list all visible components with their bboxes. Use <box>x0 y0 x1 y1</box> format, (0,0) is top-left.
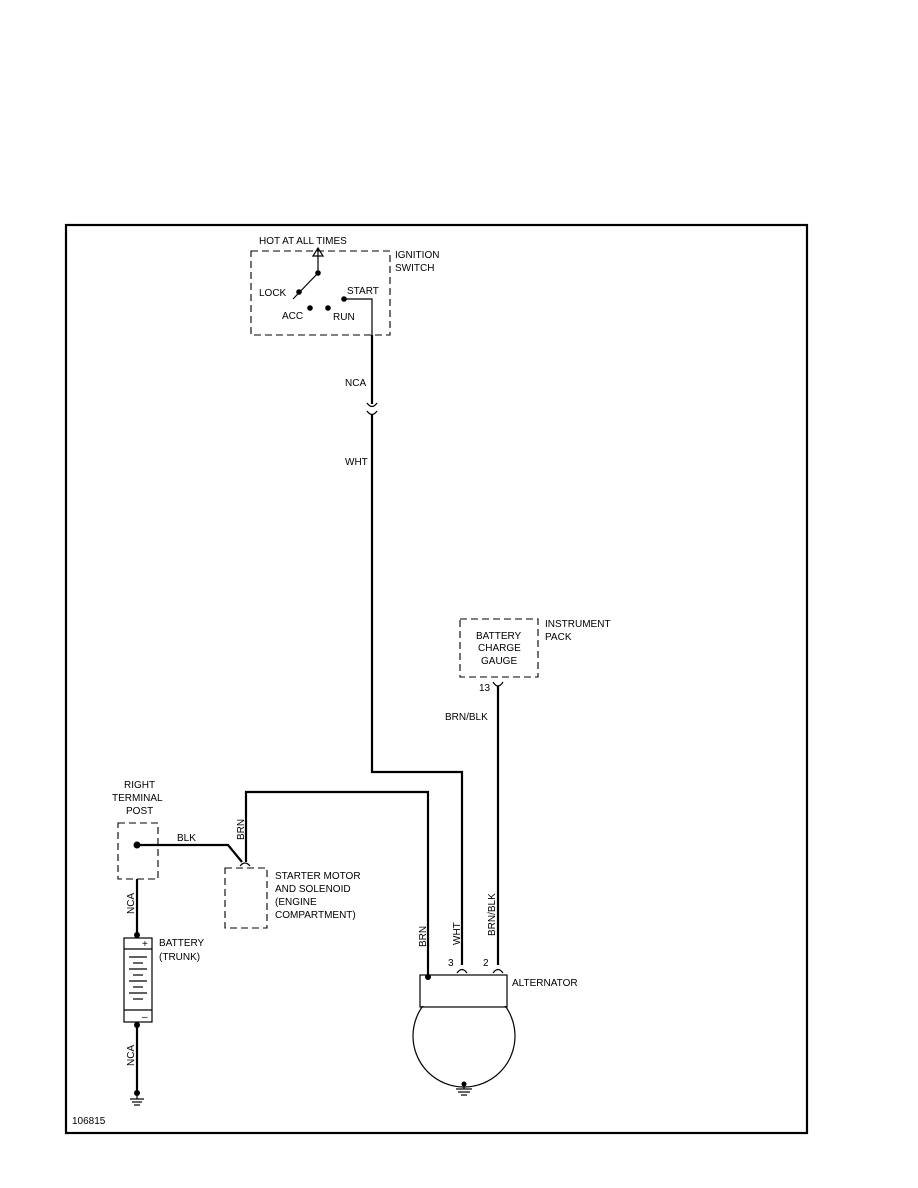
gauge-connector-symbol <box>492 681 504 687</box>
start-contact-lead <box>344 298 373 335</box>
alternator-pin-2: 2 <box>483 958 489 969</box>
battery: + – BATTERY (TRUNK) <box>123 937 205 1023</box>
brn-blk-alt-label: BRN/BLK <box>487 893 498 936</box>
alternator-pin2-connector <box>492 968 504 974</box>
ignition-switch-label: IGNITION <box>395 250 439 261</box>
starter-connector-symbol <box>239 862 251 867</box>
run-label: RUN <box>333 312 355 323</box>
instrument-pack-label: INSTRUMENT <box>545 619 611 630</box>
wht-alt-label: WHT <box>452 922 463 945</box>
starter-motor-box <box>224 867 268 929</box>
starter-label-3: (ENGINE <box>275 897 317 908</box>
nca-top-label: NCA <box>345 378 366 389</box>
wht-wire <box>370 415 464 965</box>
brn-alt-label: BRN <box>418 926 429 947</box>
right-terminal-post: RIGHT TERMINAL POST <box>112 780 163 880</box>
blk-wire-label: BLK <box>177 833 196 844</box>
brn-blk-top-label: BRN/BLK <box>445 712 488 723</box>
battery-positive-dot <box>134 932 140 938</box>
alternator-mask <box>421 980 506 1006</box>
blk-wire <box>137 843 243 863</box>
gauge-label-3: GAUGE <box>481 656 517 667</box>
figure-id-label: 106815 <box>72 1116 106 1127</box>
battery-label-1: BATTERY <box>159 938 205 949</box>
battery-ground-icon <box>130 1096 144 1106</box>
brn-starter-label: BRN <box>236 819 247 840</box>
wht-top-label: WHT <box>345 457 368 468</box>
terminal-post-label-2: TERMINAL <box>112 793 163 804</box>
ignition-switch-arm <box>292 272 319 300</box>
run-contact-dot <box>325 305 331 311</box>
start-label: START <box>347 286 379 297</box>
battery-plus-sign: + <box>142 939 148 950</box>
instrument-pack: BATTERY CHARGE GAUGE INSTRUMENT PACK 13 <box>459 618 611 694</box>
starter-label-1: STARTER MOTOR <box>275 871 361 882</box>
gauge-pin-13: 13 <box>479 683 491 694</box>
alternator-pin-3: 3 <box>448 958 454 969</box>
nca-bottom-label: NCA <box>126 1045 137 1066</box>
instrument-pack-label-2: PACK <box>545 632 572 643</box>
nca-connector-symbol <box>366 402 378 416</box>
terminal-post-label-3: POST <box>126 806 153 817</box>
ground-junction-dot <box>134 1090 140 1096</box>
battery-minus-sign: – <box>142 1012 148 1023</box>
battery-label-2: (TRUNK) <box>159 952 200 963</box>
starter-label-4: COMPARTMENT) <box>275 910 356 921</box>
terminal-post-box <box>117 822 159 880</box>
ignition-feed-arrow <box>311 246 325 257</box>
lock-label: LOCK <box>259 288 287 299</box>
instrument-pack-box <box>459 618 539 678</box>
acc-contact-dot <box>307 305 313 311</box>
gauge-label-2: CHARGE <box>478 643 521 654</box>
nca-mid-label: NCA <box>126 893 137 914</box>
terminal-post-label-1: RIGHT <box>124 780 155 791</box>
alternator-label: ALTERNATOR <box>512 978 578 989</box>
gauge-label-1: BATTERY <box>476 631 522 642</box>
lock-contact-dot <box>296 289 302 295</box>
ignition-switch-label-2: SWITCH <box>395 263 434 274</box>
alternator-pin3-connector <box>456 968 468 974</box>
alternator-terminal-block <box>419 974 508 1008</box>
diagram-frame <box>64 223 809 1135</box>
hot-at-all-times-label: HOT AT ALL TIMES <box>259 236 347 247</box>
acc-label: ACC <box>282 311 303 322</box>
brn-wire <box>244 790 430 975</box>
ignition-switch: HOT AT ALL TIMES IGNITION SWITCH LOCK AC… <box>250 236 439 336</box>
starter-motor: STARTER MOTOR AND SOLENOID (ENGINE COMPA… <box>224 862 361 929</box>
starter-label-2: AND SOLENOID <box>275 884 351 895</box>
alternator-ground-icon <box>456 1081 472 1096</box>
alternator: BRN WHT BRN/BLK 3 2 ALTERNATOR <box>412 893 578 1096</box>
